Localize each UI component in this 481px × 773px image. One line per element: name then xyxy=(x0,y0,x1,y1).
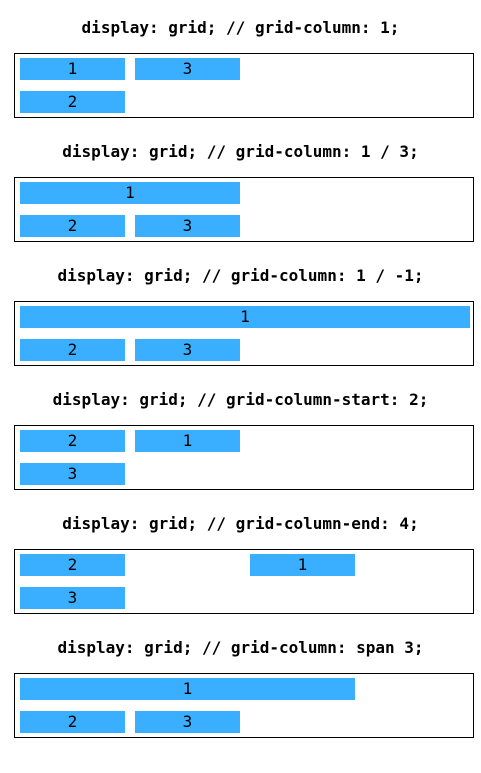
grid-item-1: 1 xyxy=(20,678,355,700)
example-title: display: grid; // grid-column: span 3; xyxy=(57,638,424,657)
grid-item-3: 3 xyxy=(135,339,240,361)
grid-item-3: 3 xyxy=(20,463,125,485)
grid-item-2: 2 xyxy=(20,215,125,237)
grid-item-1: 1 xyxy=(20,58,125,80)
grid-item-3: 3 xyxy=(20,587,125,609)
grid-item-1: 1 xyxy=(135,430,240,452)
example-title: display: grid; // grid-column-end: 4; xyxy=(62,514,419,533)
grid-item-2: 2 xyxy=(20,554,125,576)
grid-item-1: 1 xyxy=(20,182,240,204)
grid-container: 2 1 3 xyxy=(14,549,474,614)
grid-item-3: 3 xyxy=(135,58,240,80)
example-title: display: grid; // grid-column: 1 / -1; xyxy=(57,266,424,285)
grid-item-3: 3 xyxy=(135,711,240,733)
example-title: display: grid; // grid-column-start: 2; xyxy=(52,390,429,409)
grid-item-3: 3 xyxy=(135,215,240,237)
grid-item-2: 2 xyxy=(20,711,125,733)
grid-item-2: 2 xyxy=(20,339,125,361)
grid-item-2: 2 xyxy=(20,430,125,452)
example-title: display: grid; // grid-column: 1; xyxy=(81,18,400,37)
example-title: display: grid; // grid-column: 1 / 3; xyxy=(62,142,419,161)
grid-item-1: 1 xyxy=(20,306,470,328)
grid-item-2: 2 xyxy=(20,91,125,113)
grid-item-1: 1 xyxy=(250,554,355,576)
